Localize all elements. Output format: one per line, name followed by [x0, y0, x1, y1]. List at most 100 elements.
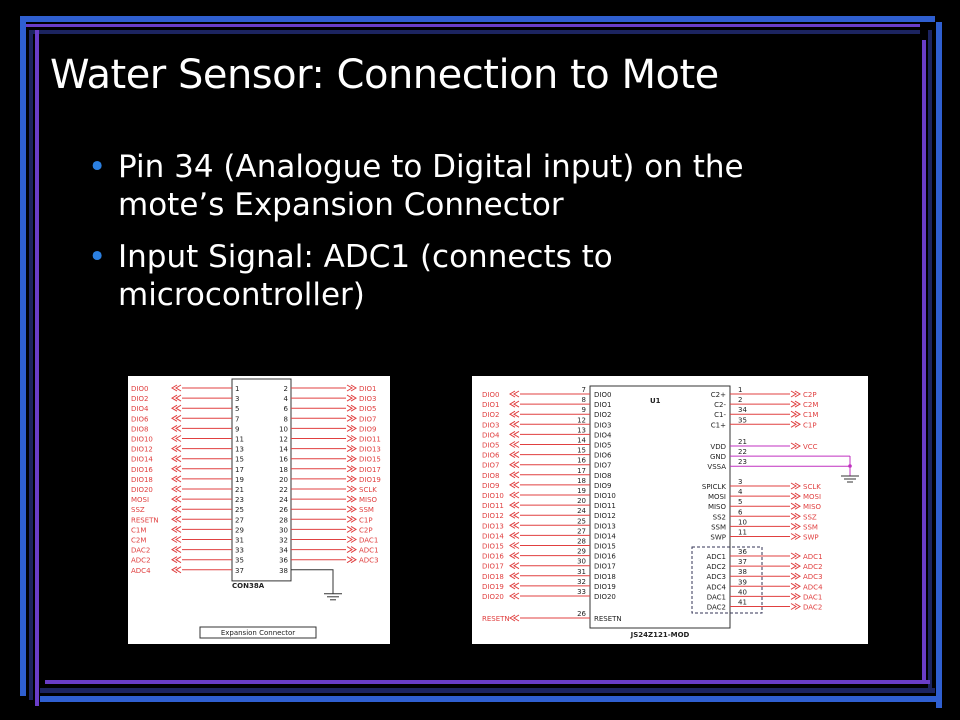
signal-arrow [171, 455, 178, 463]
signal-arrow [513, 471, 520, 479]
pin-number: 34 [738, 406, 747, 414]
signal-arrow [350, 556, 357, 564]
pin-name: VDD [710, 443, 726, 451]
signal-arrow [794, 420, 801, 428]
signal-arrow [794, 482, 801, 490]
signal-arrow [171, 536, 178, 543]
signal-arrow [513, 572, 520, 580]
bullet-dot: • [88, 239, 107, 275]
pin-name: DIO7 [594, 462, 611, 470]
pin-number: 12 [577, 416, 586, 424]
signal-arrow [346, 546, 353, 554]
pin-name: DIO17 [594, 563, 616, 571]
signal-label: MOSI [803, 493, 821, 501]
signal-label: MISO [803, 503, 822, 511]
signal-arrow [513, 461, 520, 469]
signal-arrow [509, 451, 516, 459]
signal-arrow [175, 445, 182, 453]
frame-bar-right-purple [922, 40, 926, 680]
signal-arrow [790, 420, 797, 428]
signal-label: DIO4 [131, 405, 149, 413]
signal-arrow [175, 536, 182, 543]
signal-arrow [794, 572, 801, 580]
pin-number: 16 [577, 457, 586, 465]
pin-name: DIO9 [594, 482, 611, 490]
signal-arrow [790, 512, 797, 520]
signal-label: VCC [803, 443, 818, 451]
signal-arrow [171, 525, 178, 533]
pin-name: DIO2 [594, 411, 611, 419]
pin-number: 2 [738, 396, 742, 404]
pin-number: 12 [279, 436, 288, 444]
pin-name: DIO4 [594, 431, 612, 439]
signal-arrow [790, 572, 797, 580]
signal-label: DIO5 [482, 442, 499, 450]
signal-arrow [509, 400, 516, 408]
signal-arrow [175, 495, 182, 503]
signal-arrow [175, 556, 182, 564]
signal-label: DIO10 [131, 436, 153, 444]
signal-arrow [513, 552, 520, 560]
signal-arrow [513, 491, 520, 499]
pin-name: ADC4 [706, 583, 726, 591]
pin-number: 20 [279, 476, 288, 484]
pin-name: DIO13 [594, 522, 616, 530]
pin-number: 29 [235, 526, 244, 534]
signal-arrow [346, 435, 353, 442]
signal-arrow [171, 515, 178, 523]
signal-arrow [790, 482, 797, 490]
signal-label: C2M [803, 401, 818, 409]
signal-label: DAC2 [131, 547, 150, 555]
pin-number: 5 [235, 405, 239, 413]
pin-name: DIO1 [594, 401, 611, 409]
pin-name: ADC1 [706, 553, 726, 561]
signal-arrow [350, 525, 357, 533]
signal-arrow [513, 562, 520, 570]
signal-arrow [175, 465, 182, 473]
signal-arrow [794, 592, 801, 600]
pin-name: DIO8 [594, 472, 611, 480]
pin-number: 1 [235, 385, 239, 393]
signal-label: C1P [803, 421, 817, 429]
signal-arrow [346, 455, 353, 463]
pin-name: DIO5 [594, 442, 611, 450]
signal-label: DIO14 [482, 532, 504, 540]
signal-arrow [509, 552, 516, 560]
pin-number: 10 [279, 425, 288, 433]
pin-number: 8 [284, 415, 288, 423]
signal-label: DIO8 [131, 425, 148, 433]
pin-number: 17 [577, 467, 586, 475]
signal-arrow [790, 533, 797, 540]
signal-arrow [790, 442, 797, 450]
frame-bar-top-navy [30, 30, 920, 34]
signal-arrow [350, 485, 357, 493]
signal-arrow [790, 492, 797, 500]
part-ref: U1 [650, 397, 661, 405]
signal-label: DIO18 [131, 476, 153, 484]
signal-label: SSM [359, 506, 374, 514]
signal-label: DAC2 [803, 604, 822, 612]
signal-arrow [175, 566, 182, 574]
signal-label: MISO [359, 496, 378, 504]
signal-label: SSM [803, 523, 818, 531]
pin-number: 17 [235, 466, 244, 474]
signal-label: DIO7 [359, 415, 376, 423]
signal-label: RESETN [482, 615, 510, 623]
signal-arrow [794, 582, 801, 590]
signal-label: DIO12 [131, 446, 153, 454]
pin-name: DIO11 [594, 502, 616, 510]
signal-arrow [346, 515, 353, 523]
frame-bar-left-blue [20, 16, 26, 696]
pin-number: 33 [235, 547, 244, 555]
signal-arrow [171, 495, 178, 503]
signal-label: DIO7 [482, 462, 499, 470]
pin-name: C2- [714, 401, 726, 409]
signal-arrow [346, 556, 353, 564]
signal-arrow [346, 536, 353, 543]
pin-name: DAC2 [707, 604, 726, 612]
pin-number: 8 [582, 396, 586, 404]
signal-label: DIO10 [482, 492, 504, 500]
signal-arrow [171, 404, 178, 412]
pin-number: 23 [235, 496, 244, 504]
